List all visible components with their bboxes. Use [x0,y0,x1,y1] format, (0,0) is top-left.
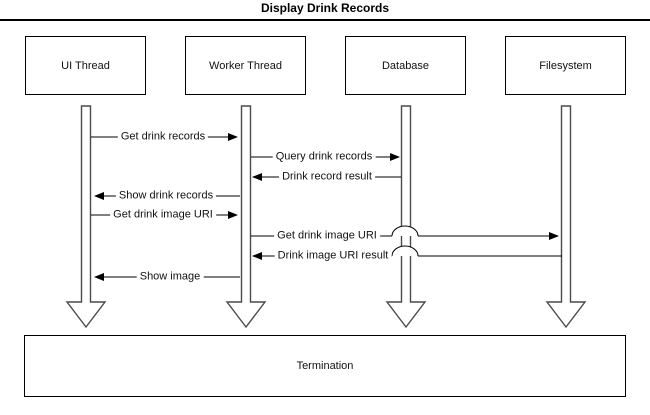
actor-label: Database [381,59,430,72]
message-label-drink-record-result: Drink record result [279,170,375,184]
message-label-show-drink-records: Show drink records [115,189,217,203]
page-title: Display Drink Records [260,1,390,15]
lifeline-database [385,105,427,329]
actor-label: Worker Thread [209,59,282,72]
message-label-get-drink-image-uri-filesystem: Get drink image URI [274,229,380,243]
actor-box-worker-thread: Worker Thread [185,36,306,95]
termination-box: Termination [24,335,626,397]
message-label-get-drink-records: Get drink records [117,130,209,144]
message-label-get-drink-image-uri-worker: Get drink image URI [110,208,216,222]
lifeline-filesystem [545,105,587,329]
actor-box-filesystem: Filesystem [505,36,626,95]
message-label-query-drink-records: Query drink records [272,150,376,164]
message-label-drink-image-uri-result: Drink image URI result [274,249,392,263]
crossover-arc-drink-image-uri-result [391,245,419,257]
actor-box-ui-thread: UI Thread [25,36,146,95]
crossover-arc-get-drink-image-uri [391,225,419,237]
title-divider [0,19,650,21]
actor-label: Filesystem [539,59,592,72]
lifeline-ui-thread [65,105,107,329]
termination-label: Termination [296,360,354,372]
lifeline-worker-thread [225,105,267,329]
actor-box-database: Database [345,36,466,95]
message-label-show-image: Show image [136,270,204,284]
actor-label: UI Thread [61,59,110,72]
